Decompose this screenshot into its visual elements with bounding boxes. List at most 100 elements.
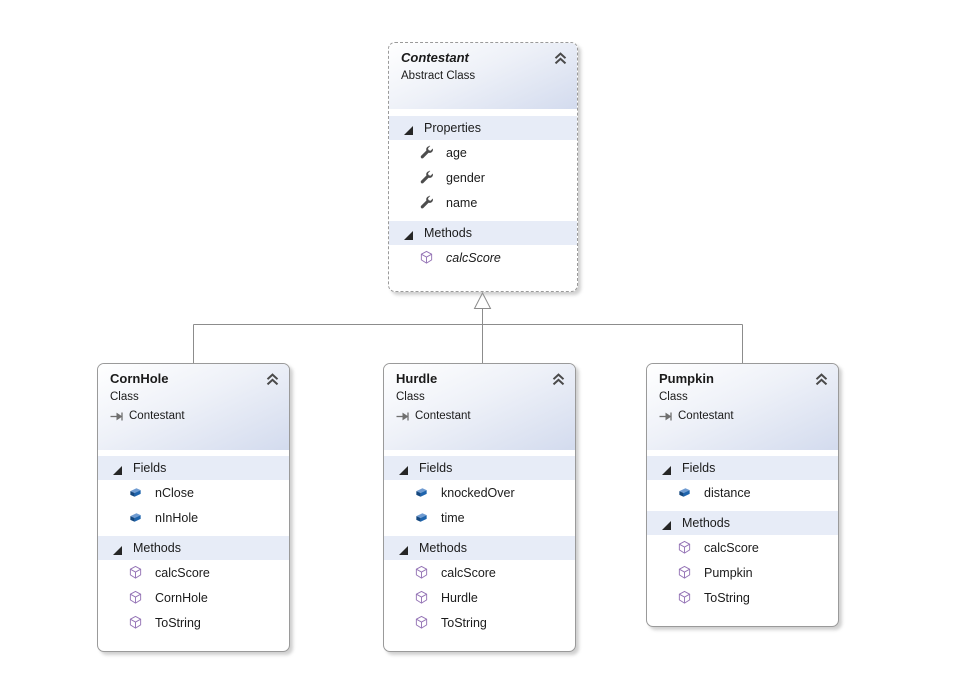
method-cube-icon: [128, 565, 143, 580]
member-label: calcScore: [704, 540, 759, 555]
class-box-contestant[interactable]: Contestant Abstract Class Properties age: [388, 42, 578, 292]
section-fields[interactable]: Fields: [647, 456, 838, 480]
member-pumpkin-ctor[interactable]: Pumpkin: [647, 560, 838, 585]
method-cube-icon: [677, 565, 692, 580]
inheritance-arrowhead-icon: [473, 291, 492, 309]
section-methods[interactable]: Methods: [384, 536, 575, 560]
member-tostring[interactable]: ToString: [384, 610, 575, 635]
class-box-hurdle[interactable]: Hurdle Class Contestant Fields: [383, 363, 576, 652]
member-tostring[interactable]: ToString: [647, 585, 838, 610]
member-label: Hurdle: [441, 590, 478, 605]
section-label: Methods: [682, 516, 730, 530]
class-header-pumpkin[interactable]: Pumpkin Class Contestant: [647, 364, 838, 450]
section-label: Methods: [133, 541, 181, 555]
member-label: age: [446, 145, 467, 160]
member-cornhole-ctor[interactable]: CornHole: [98, 585, 289, 610]
member-nclose[interactable]: nClose: [98, 480, 289, 505]
section-methods[interactable]: Methods: [98, 536, 289, 560]
member-gender[interactable]: gender: [389, 165, 577, 190]
field-brick-icon: [128, 485, 143, 500]
inherits-arrow-icon: [659, 411, 673, 422]
method-cube-icon: [128, 615, 143, 630]
inherits-label: Contestant: [678, 410, 734, 422]
member-label: ToString: [704, 590, 750, 605]
member-hurdle-ctor[interactable]: Hurdle: [384, 585, 575, 610]
section-label: Fields: [419, 461, 453, 475]
field-brick-icon: [677, 485, 692, 500]
class-box-pumpkin[interactable]: Pumpkin Class Contestant Fields: [646, 363, 839, 627]
section-label: Fields: [682, 461, 716, 475]
member-knockedover[interactable]: knockedOver: [384, 480, 575, 505]
member-calcscore[interactable]: calcScore: [389, 245, 577, 270]
section-label: Methods: [424, 226, 472, 240]
section-properties[interactable]: Properties: [389, 116, 577, 140]
member-label: name: [446, 195, 478, 210]
expander-icon[interactable]: [399, 464, 408, 475]
class-title: Contestant: [401, 50, 469, 65]
member-label: ToString: [441, 615, 487, 630]
section-methods[interactable]: Methods: [389, 221, 577, 245]
method-cube-icon: [414, 615, 429, 630]
member-label: CornHole: [155, 590, 208, 605]
class-stereotype: Class: [110, 391, 139, 403]
class-stereotype: Abstract Class: [401, 70, 476, 82]
member-age[interactable]: age: [389, 140, 577, 165]
field-brick-icon: [414, 485, 429, 500]
expander-icon[interactable]: [113, 464, 122, 475]
collapse-chevron-icon[interactable]: [265, 373, 280, 386]
property-wrench-icon: [419, 170, 434, 185]
expander-icon[interactable]: [399, 544, 408, 555]
expander-icon[interactable]: [404, 124, 413, 135]
section-fields[interactable]: Fields: [98, 456, 289, 480]
inherits-label: Contestant: [415, 410, 471, 422]
inherits-row: Contestant: [659, 409, 829, 423]
member-label: calcScore: [441, 565, 496, 580]
member-distance[interactable]: distance: [647, 480, 838, 505]
member-label: calcScore: [155, 565, 210, 580]
section-fields[interactable]: Fields: [384, 456, 575, 480]
collapse-chevron-icon[interactable]: [553, 52, 568, 65]
class-stereotype: Class: [396, 391, 425, 403]
member-label: nClose: [155, 485, 194, 500]
inherits-row: Contestant: [110, 409, 280, 423]
member-calcscore[interactable]: calcScore: [647, 535, 838, 560]
class-title: Pumpkin: [659, 371, 714, 386]
member-ninhole[interactable]: nInHole: [98, 505, 289, 530]
class-title: Hurdle: [396, 371, 438, 386]
collapse-chevron-icon[interactable]: [814, 373, 829, 386]
class-header-contestant[interactable]: Contestant Abstract Class: [389, 43, 577, 109]
section-label: Methods: [419, 541, 467, 555]
member-label: gender: [446, 170, 485, 185]
section-methods[interactable]: Methods: [647, 511, 838, 535]
method-cube-icon: [677, 540, 692, 555]
member-label: time: [441, 510, 465, 525]
inherits-arrow-icon: [396, 411, 410, 422]
class-header-cornhole[interactable]: CornHole Class Contestant: [98, 364, 289, 450]
member-calcscore[interactable]: calcScore: [98, 560, 289, 585]
method-cube-icon: [414, 565, 429, 580]
property-wrench-icon: [419, 195, 434, 210]
expander-icon[interactable]: [662, 519, 671, 530]
inherits-row: Contestant: [396, 409, 566, 423]
member-tostring[interactable]: ToString: [98, 610, 289, 635]
member-time[interactable]: time: [384, 505, 575, 530]
class-title: CornHole: [110, 371, 169, 386]
member-label: knockedOver: [441, 485, 515, 500]
member-calcscore[interactable]: calcScore: [384, 560, 575, 585]
member-name[interactable]: name: [389, 190, 577, 215]
expander-icon[interactable]: [113, 544, 122, 555]
property-wrench-icon: [419, 145, 434, 160]
field-brick-icon: [414, 510, 429, 525]
method-cube-icon: [677, 590, 692, 605]
class-box-cornhole[interactable]: CornHole Class Contestant Fields: [97, 363, 290, 652]
collapse-chevron-icon[interactable]: [551, 373, 566, 386]
member-label: ToString: [155, 615, 201, 630]
inherits-label: Contestant: [129, 410, 185, 422]
class-header-hurdle[interactable]: Hurdle Class Contestant: [384, 364, 575, 450]
method-cube-icon: [419, 250, 434, 265]
expander-icon[interactable]: [404, 229, 413, 240]
expander-icon[interactable]: [662, 464, 671, 475]
field-brick-icon: [128, 510, 143, 525]
